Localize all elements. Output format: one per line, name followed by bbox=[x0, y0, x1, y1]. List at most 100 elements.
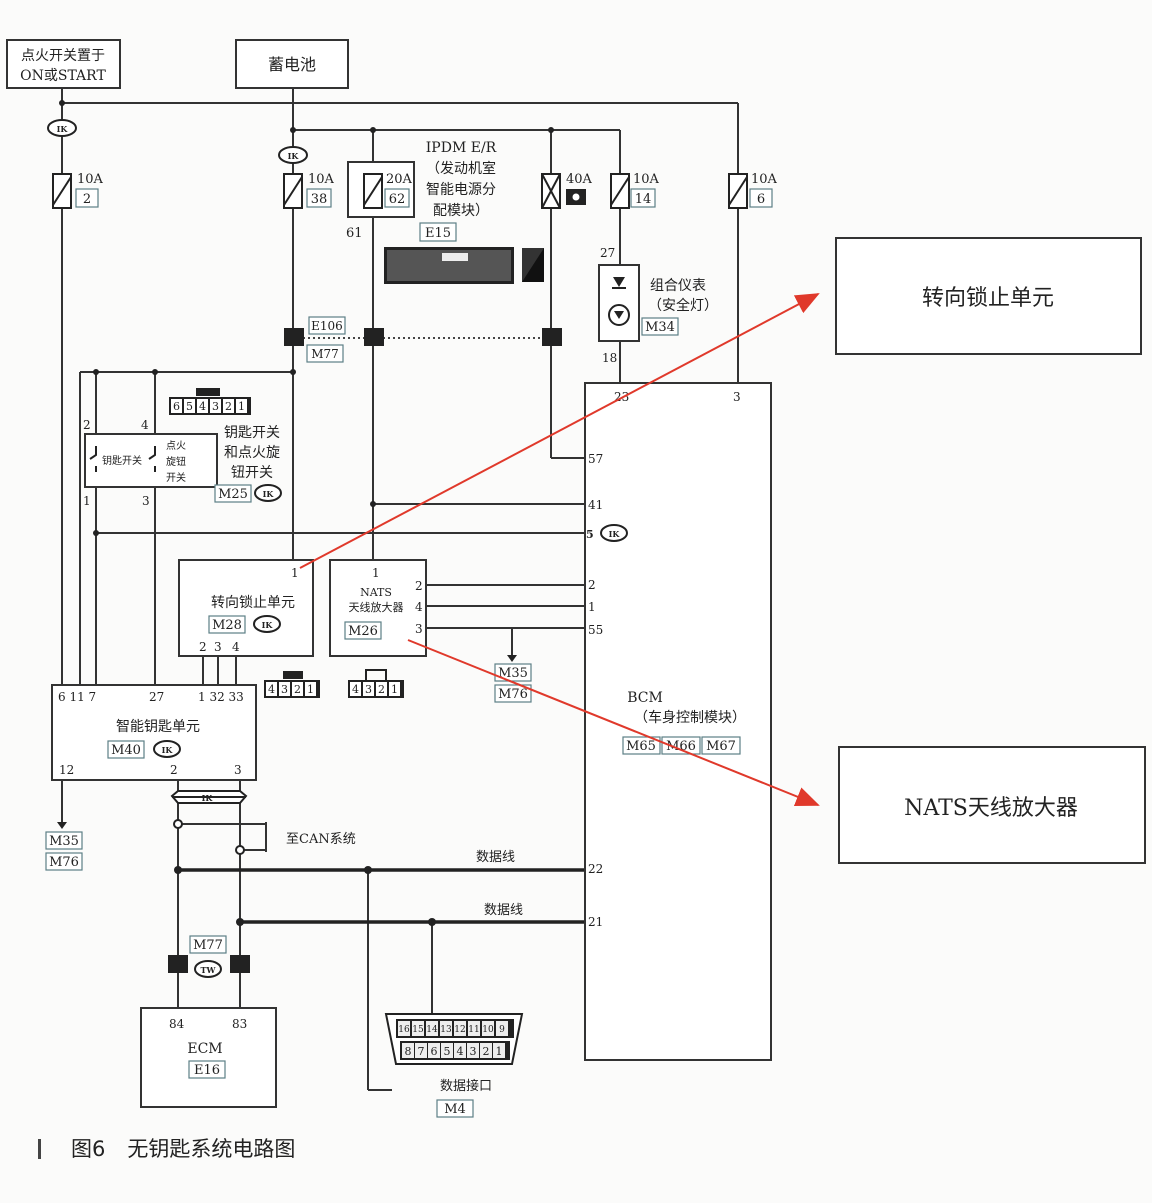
svg-text:2: 2 bbox=[588, 578, 596, 592]
svg-text:3: 3 bbox=[281, 683, 288, 696]
svg-text:智能钥匙单元: 智能钥匙单元 bbox=[116, 719, 200, 735]
svg-text:E16: E16 bbox=[194, 1063, 220, 1078]
svg-text:20A: 20A bbox=[386, 172, 413, 187]
ground-left: M35 M76 bbox=[45, 822, 83, 871]
svg-text:38: 38 bbox=[311, 192, 328, 207]
svg-text:22: 22 bbox=[588, 862, 603, 876]
svg-text:开关: 开关 bbox=[166, 471, 186, 484]
svg-text:IK: IK bbox=[262, 620, 274, 630]
svg-text:1: 1 bbox=[496, 1045, 503, 1058]
svg-text:6: 6 bbox=[757, 192, 765, 207]
svg-text:3: 3 bbox=[214, 640, 222, 654]
svg-text:IK: IK bbox=[57, 124, 69, 134]
pin-61: 61 bbox=[346, 226, 363, 241]
svg-text:6: 6 bbox=[173, 400, 180, 413]
svg-text:12: 12 bbox=[59, 763, 74, 777]
data-link-connector: 16 15 14 13 12 11 10 9 8 7 6 5 4 3 2 1 数… bbox=[384, 1013, 524, 1118]
svg-text:1: 1 bbox=[291, 566, 299, 580]
svg-text:13: 13 bbox=[440, 1025, 452, 1035]
svg-text:10: 10 bbox=[482, 1025, 494, 1035]
svg-text:M77: M77 bbox=[311, 347, 339, 361]
svg-text:3: 3 bbox=[212, 400, 219, 413]
svg-text:M34: M34 bbox=[645, 320, 675, 335]
svg-text:4: 4 bbox=[141, 418, 149, 432]
svg-text:配模块）: 配模块） bbox=[433, 203, 489, 219]
svg-text:M26: M26 bbox=[348, 624, 378, 639]
svg-text:M28: M28 bbox=[212, 618, 242, 633]
callout-box-lock: 转向锁止单元 bbox=[835, 237, 1142, 355]
callout-arrow-lock bbox=[299, 293, 820, 569]
svg-text:天线放大器: 天线放大器 bbox=[349, 600, 404, 614]
data-line-label-2: 数据线 bbox=[484, 903, 523, 918]
svg-text:组合仪表: 组合仪表 bbox=[650, 278, 706, 294]
ignition-source-box bbox=[6, 39, 121, 89]
svg-text:钮开关: 钮开关 bbox=[231, 465, 273, 481]
svg-text:57: 57 bbox=[588, 452, 603, 466]
svg-text:1 32 33: 1 32 33 bbox=[198, 690, 244, 704]
svg-text:IPDM E/R: IPDM E/R bbox=[426, 140, 497, 156]
svg-text:转向锁止单元: 转向锁止单元 bbox=[922, 286, 1054, 311]
svg-text:M67: M67 bbox=[706, 739, 736, 754]
svg-text:41: 41 bbox=[588, 498, 603, 512]
svg-text:IK: IK bbox=[609, 529, 621, 539]
svg-text:M76: M76 bbox=[49, 855, 79, 870]
svg-text:11: 11 bbox=[468, 1025, 479, 1035]
fuse-40a: 40A bbox=[541, 172, 593, 209]
svg-text:IK: IK bbox=[288, 151, 300, 161]
svg-text:5: 5 bbox=[186, 400, 193, 413]
svg-text:1: 1 bbox=[372, 566, 380, 580]
svg-text:9: 9 bbox=[499, 1025, 505, 1035]
fuse-14: 10A 14 bbox=[610, 172, 660, 209]
svg-text:点火: 点火 bbox=[166, 440, 186, 452]
svg-text:3: 3 bbox=[415, 622, 423, 636]
svg-text:NATS天线放大器: NATS天线放大器 bbox=[904, 796, 1078, 821]
svg-text:2: 2 bbox=[83, 418, 91, 432]
svg-text:10A: 10A bbox=[77, 172, 104, 187]
svg-text:M76: M76 bbox=[498, 687, 528, 702]
callout-arrow-nats bbox=[407, 639, 820, 807]
svg-text:（车身控制模块）: （车身控制模块） bbox=[634, 709, 746, 726]
svg-text:BCM: BCM bbox=[627, 690, 663, 706]
ignition-source-line1: 点火开关置于 bbox=[21, 48, 105, 64]
svg-text:2: 2 bbox=[170, 763, 178, 777]
svg-text:40A: 40A bbox=[566, 172, 593, 187]
svg-text:5: 5 bbox=[586, 528, 594, 541]
data-line-label-1: 数据线 bbox=[476, 850, 515, 865]
svg-text:和点火旋: 和点火旋 bbox=[224, 445, 280, 461]
svg-text:1: 1 bbox=[588, 600, 596, 614]
svg-text:27: 27 bbox=[149, 690, 164, 704]
svg-text:ECM: ECM bbox=[187, 1041, 222, 1057]
svg-text:4: 4 bbox=[268, 683, 275, 696]
svg-text:3: 3 bbox=[365, 683, 372, 696]
svg-text:1: 1 bbox=[83, 494, 91, 508]
svg-text:1: 1 bbox=[307, 683, 314, 696]
svg-text:3: 3 bbox=[142, 494, 150, 508]
combination-meter: 27 18 组合仪表 （安全灯） M34 bbox=[598, 246, 718, 365]
svg-text:数据接口: 数据接口 bbox=[440, 1078, 492, 1094]
svg-text:M35: M35 bbox=[498, 666, 528, 681]
svg-text:M66: M66 bbox=[666, 739, 696, 754]
ipdm-connector-icon bbox=[384, 247, 544, 284]
svg-text:2: 2 bbox=[294, 683, 301, 696]
ik-badge-ign: IK bbox=[47, 119, 77, 137]
svg-text:7: 7 bbox=[418, 1045, 425, 1058]
battery-box bbox=[235, 39, 349, 89]
svg-text:83: 83 bbox=[232, 1017, 247, 1031]
svg-text:4: 4 bbox=[457, 1045, 464, 1058]
nats-connector-icon: 4 3 2 1 bbox=[348, 669, 404, 698]
svg-text:M4: M4 bbox=[444, 1102, 466, 1117]
steering-lock-unit: 1 转向锁止单元 M28 IK 2 3 4 bbox=[178, 559, 314, 657]
svg-text:2: 2 bbox=[415, 579, 423, 593]
svg-text:M40: M40 bbox=[111, 743, 141, 758]
fuse-38: 10A 38 bbox=[283, 172, 335, 209]
nats-antenna-amp: 1 NATS 天线放大器 M26 2 4 3 bbox=[329, 559, 427, 657]
svg-text:8: 8 bbox=[405, 1045, 412, 1058]
svg-text:10A: 10A bbox=[751, 172, 778, 187]
svg-text:钥匙开关: 钥匙开关 bbox=[224, 425, 280, 441]
svg-text:1: 1 bbox=[238, 400, 245, 413]
svg-text:12: 12 bbox=[454, 1025, 465, 1035]
svg-text:15: 15 bbox=[412, 1025, 424, 1035]
svg-text:M77: M77 bbox=[193, 938, 223, 953]
